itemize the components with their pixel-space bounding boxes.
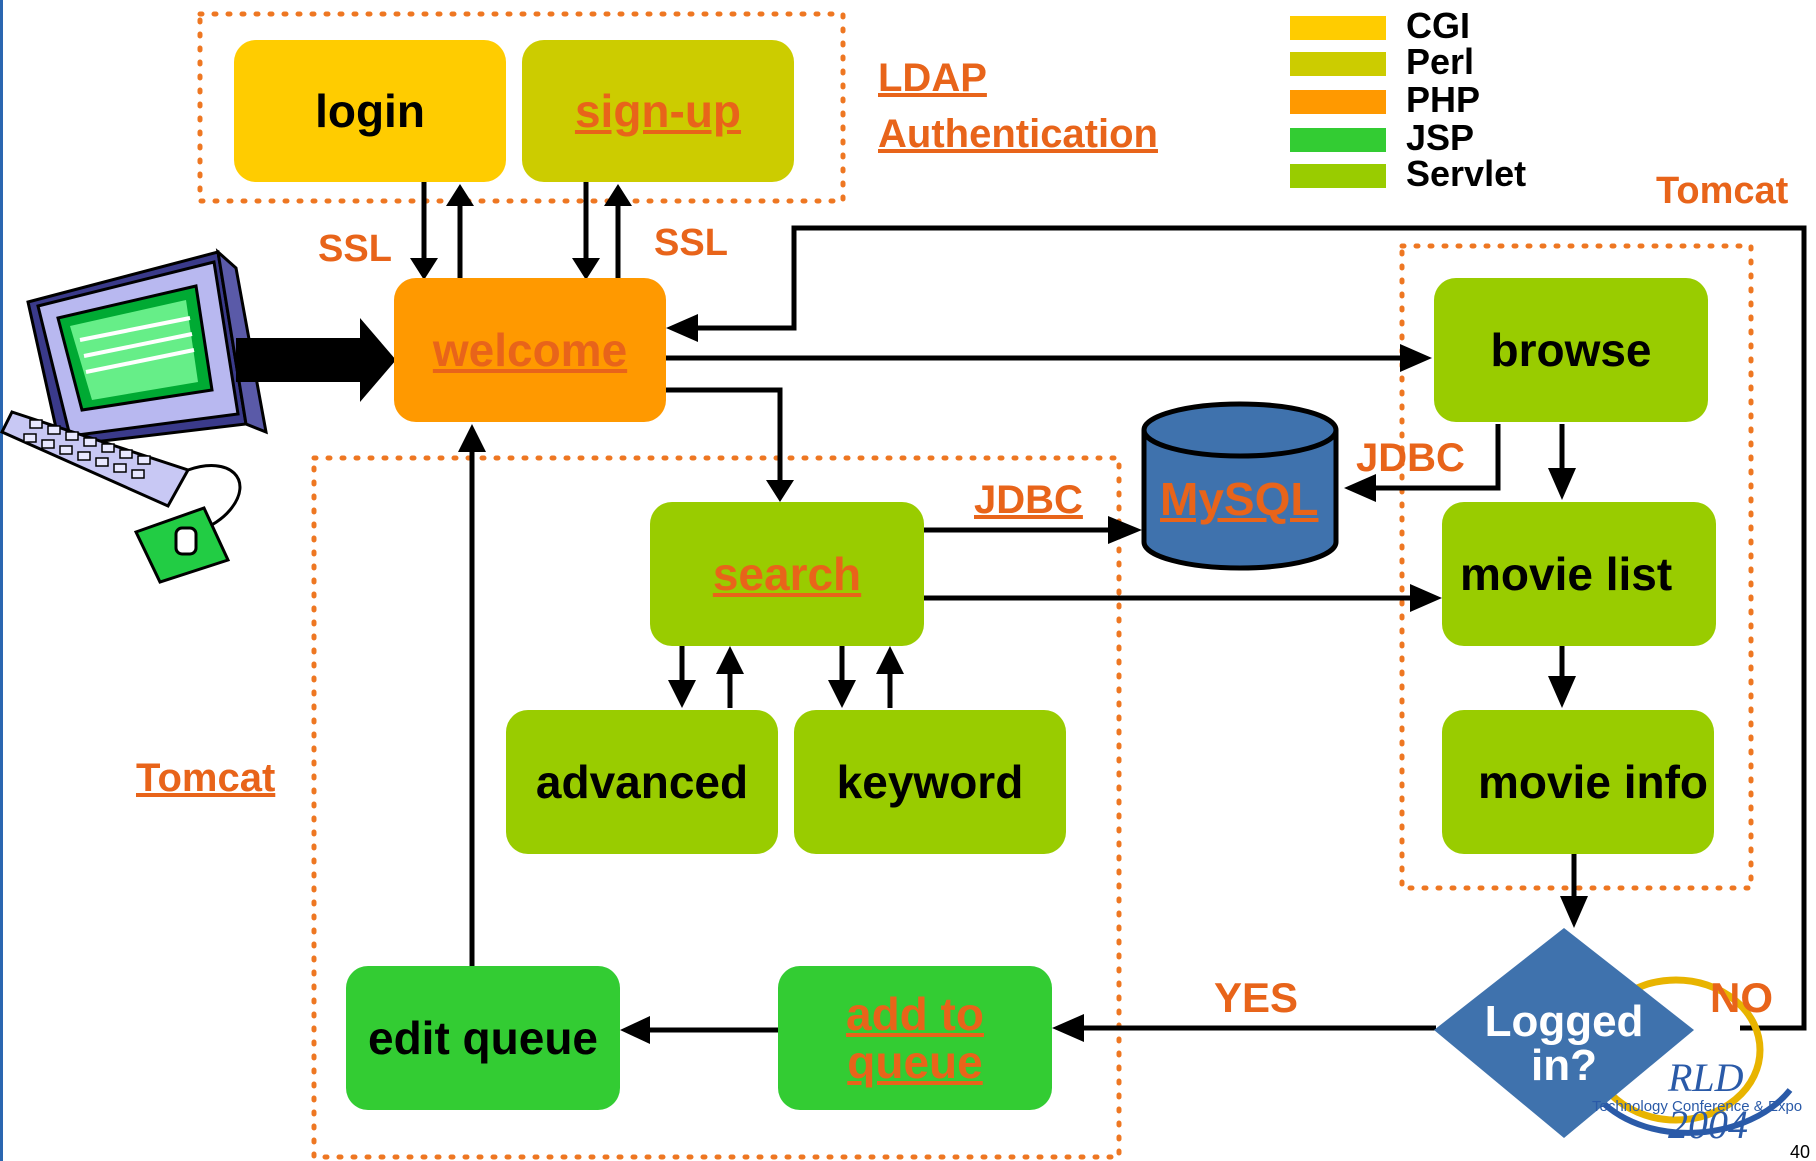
ssl-label-right: SSL [654, 222, 728, 264]
computer-icon [0, 248, 268, 584]
browse-box: browse [1434, 278, 1708, 422]
add-to-queue-link-box[interactable]: add to queue [778, 966, 1052, 1110]
conference-tagline: Technology Conference & Expo [1592, 1098, 1803, 1115]
page-number: 40 [1790, 1142, 1811, 1161]
legend-label: PHP [1406, 79, 1481, 120]
tomcat-left-group-border [311, 455, 1122, 1160]
ldap-authentication-link[interactable]: LDAP Authentication [878, 56, 1158, 156]
login-box: login [234, 40, 506, 182]
legend-swatch [1290, 90, 1386, 114]
jdbc-link-search[interactable]: JDBC [974, 478, 1083, 522]
logged-in-label: Logged in? [1484, 997, 1644, 1090]
search-link-box[interactable]: search [650, 502, 924, 646]
legend-label: CGI [1406, 5, 1471, 46]
edit-queue-box: edit queue [346, 966, 620, 1110]
signup-link-box[interactable]: sign-up [522, 40, 794, 182]
tomcat-label-right: Tomcat [1656, 170, 1789, 212]
legend-swatch [1290, 128, 1386, 152]
mysql-link[interactable]: MySQL [1160, 473, 1319, 525]
legend-swatch [1290, 164, 1386, 188]
legend-label: Servlet [1406, 153, 1527, 194]
mysql-database-icon [1141, 401, 1339, 571]
ssl-label-left: SSL [318, 228, 392, 270]
user-access-arrow [236, 318, 396, 402]
keyword-box: keyword [794, 710, 1066, 854]
jdbc-label-browse: JDBC [1356, 436, 1465, 480]
legend-label: Perl [1406, 41, 1475, 82]
yes-label: YES [1214, 974, 1299, 1021]
slide-left-border [0, 0, 3, 1161]
tomcat-link-left[interactable]: Tomcat [136, 756, 276, 800]
no-label: NO [1710, 974, 1773, 1021]
logged-in-diamond-shape [1434, 928, 1694, 1138]
advanced-box: advanced [506, 710, 778, 854]
movie-list-box: movie list [1442, 502, 1716, 646]
legend-swatch [1290, 16, 1386, 40]
welcome-link-box[interactable]: welcome [394, 278, 666, 422]
legend-swatch [1290, 52, 1386, 76]
ldap-group-border [197, 11, 846, 204]
conference-brand-text: RLD 2004 [1668, 1055, 1748, 1147]
movie-info-box: movie info [1442, 710, 1714, 854]
legend-label: JSP [1406, 117, 1475, 158]
